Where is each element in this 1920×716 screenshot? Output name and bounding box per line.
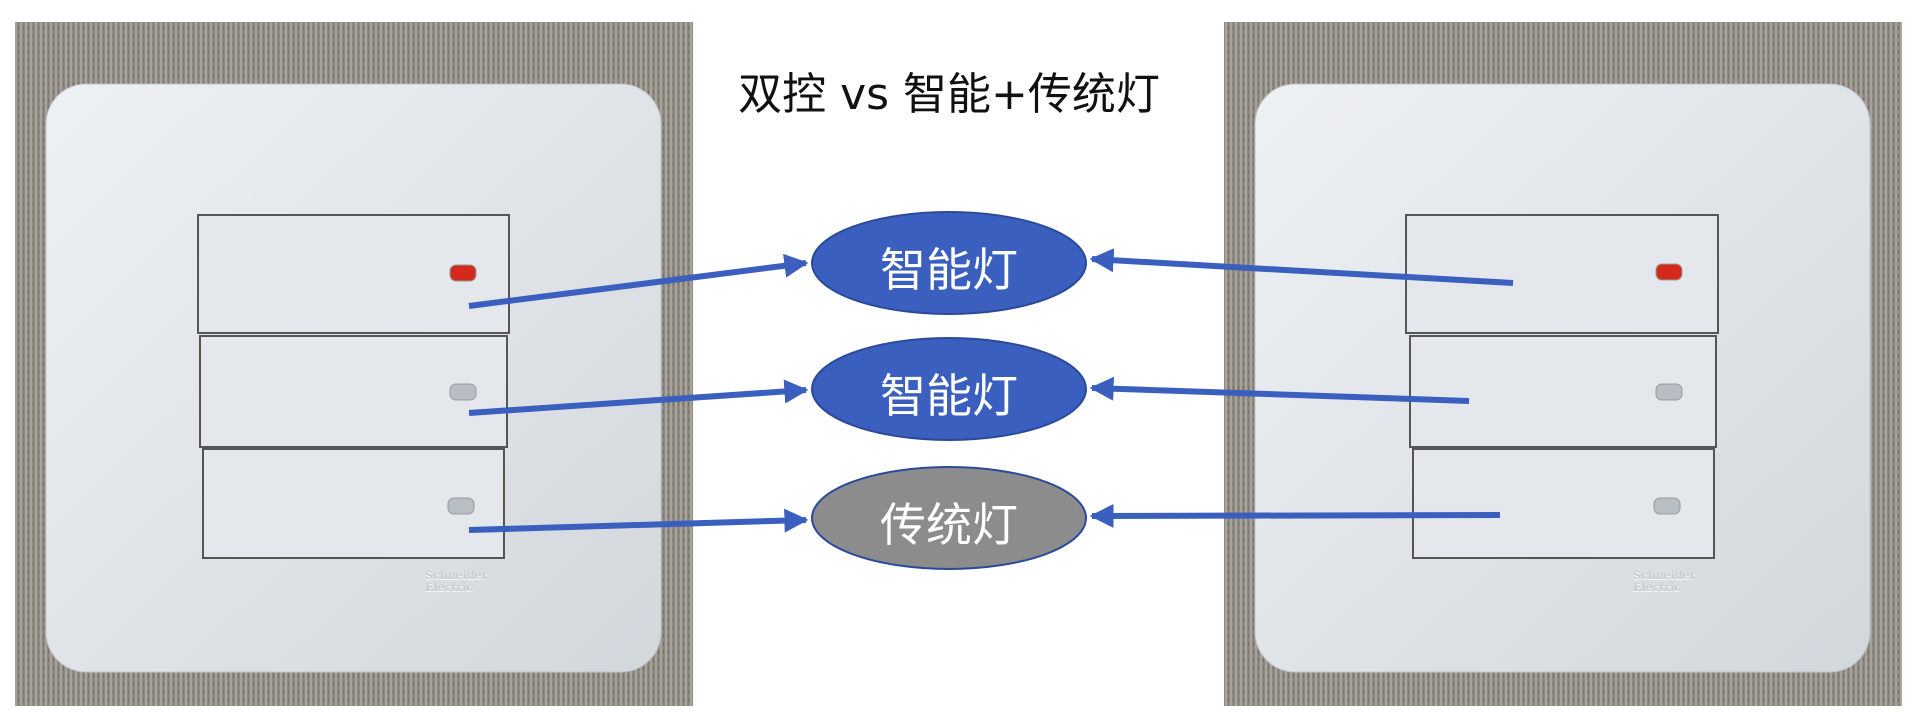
arrow [1089,503,1501,528]
arrow [468,379,809,416]
indicator-light-off [1655,383,1683,401]
brand-logo: Schneider Electric [1633,569,1696,594]
indicator-light-on [449,264,477,282]
brand-logo: Schneider Electric [425,569,488,594]
right-switch-photo [1224,22,1902,706]
indicator-light-off [1653,497,1681,515]
label-smart-light-2: 智能灯 [880,369,1018,423]
switch-key-3 [202,448,505,559]
indicator-light-off [447,497,475,515]
indicator-light-off [449,383,477,401]
arrow [1089,376,1470,404]
left-switch-photo [15,22,693,706]
arrow [468,253,809,309]
arrow [468,508,809,533]
indicator-light-on [1655,263,1683,281]
label-traditional-light: 传统灯 [880,498,1018,552]
label-bubble-1 [811,211,1087,315]
label-bubble-2 [811,337,1087,441]
page-title: 双控 vs 智能+传统灯 [738,69,1160,120]
label-bubble-3 [811,466,1087,570]
arrows [468,248,1514,533]
arrow [1089,248,1514,286]
label-smart-light-1: 智能灯 [880,243,1018,297]
